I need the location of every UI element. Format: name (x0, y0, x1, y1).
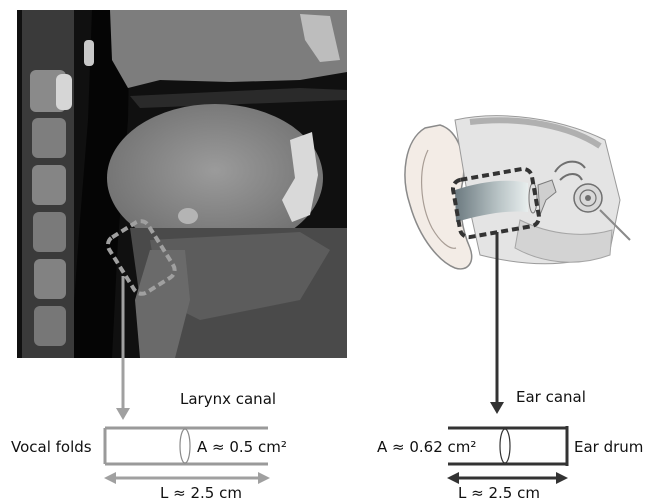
larynx-length-arrow (104, 472, 270, 484)
ear-length-arrow (447, 472, 568, 484)
vocal-folds-label: Vocal folds (11, 438, 92, 456)
ear-area-label: A ≈ 0.62 cm² (377, 438, 476, 456)
larynx-canal-label: Larynx canal (180, 390, 276, 408)
ear-length-label: L ≈ 2.5 cm (458, 484, 540, 502)
ear-drum-label: Ear drum (574, 438, 643, 456)
ear-anatomy-illustration (405, 116, 630, 269)
larynx-length-label: L ≈ 2.5 cm (160, 484, 242, 502)
larynx-area-label: A ≈ 0.5 cm² (197, 438, 287, 456)
ear-canal-label: Ear canal (516, 388, 586, 406)
ct-scan-image (17, 10, 347, 358)
